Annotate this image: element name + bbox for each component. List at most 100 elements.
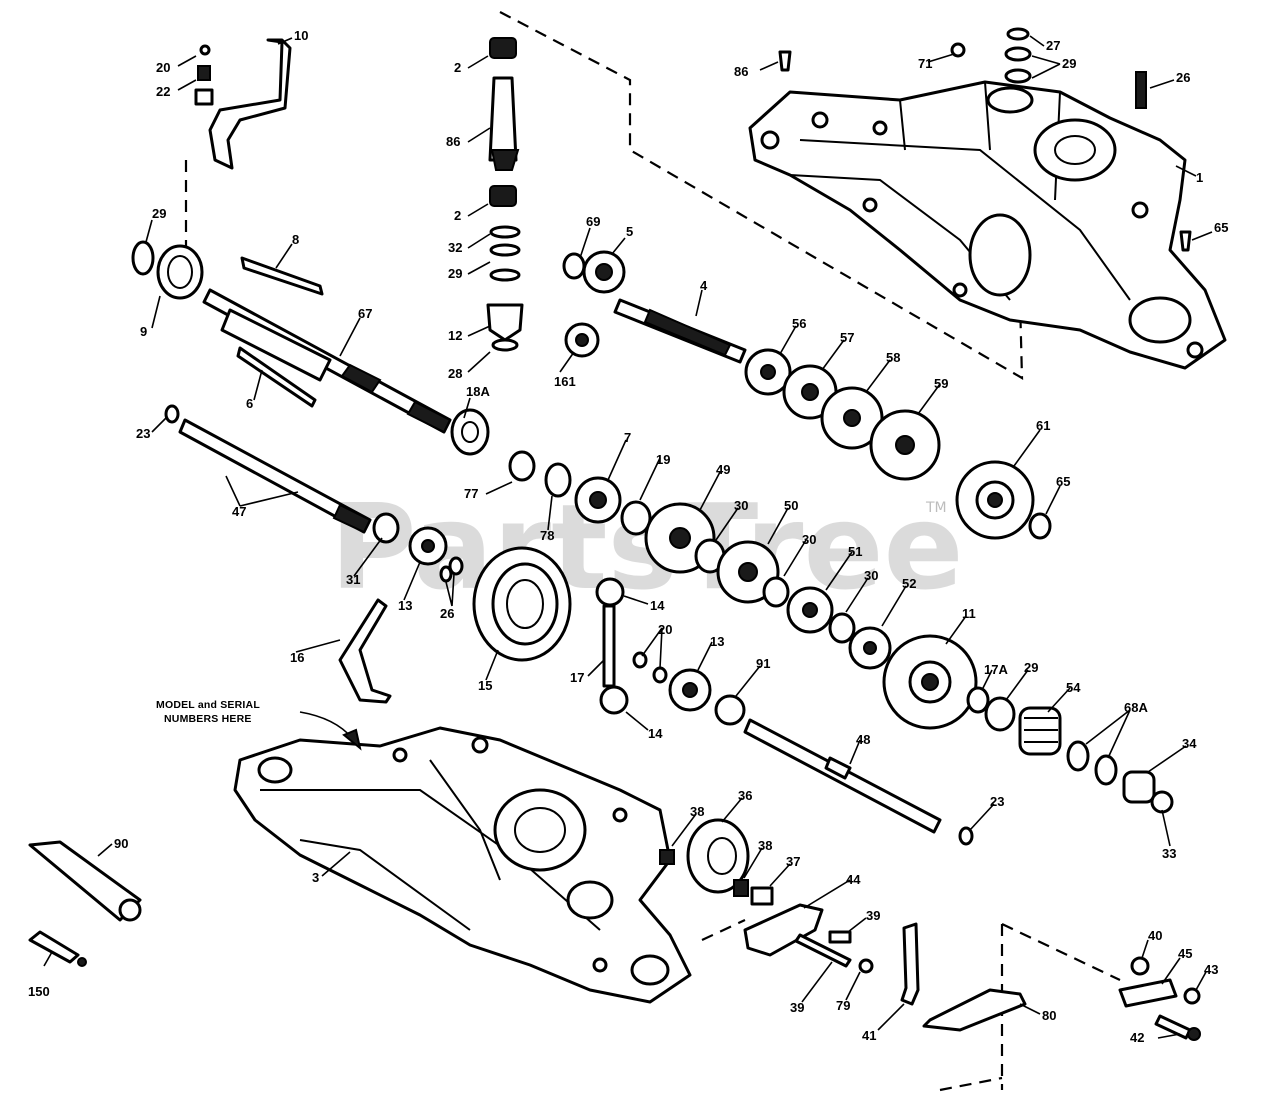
brake-band: [338, 598, 392, 704]
callout-71: 71: [918, 56, 932, 71]
callout-42: 42: [1130, 1030, 1144, 1045]
callout-38-left: 38: [690, 804, 704, 819]
callout-57: 57: [840, 330, 854, 345]
shift-collar: [131, 240, 204, 300]
shift-shaft: [202, 288, 490, 456]
callout-59: 59: [934, 376, 948, 391]
callout-40: 40: [1148, 928, 1162, 943]
model-serial-note-line2: NUMBERS HERE: [164, 713, 252, 725]
callout-51: 51: [848, 544, 862, 559]
assembly-dashed-line-bottom: [701, 919, 746, 941]
callout-26-mid: 26: [440, 606, 454, 621]
ring-gear: [472, 546, 572, 662]
output-shaft-47: [164, 404, 400, 544]
callout-30-a: 30: [734, 498, 748, 513]
callout-31: 31: [346, 572, 360, 587]
callout-8: 8: [292, 232, 299, 247]
callout-9: 9: [140, 324, 147, 339]
callout-5: 5: [626, 224, 633, 239]
callout-26-top: 26: [1176, 70, 1190, 85]
callout-36: 36: [738, 788, 752, 803]
sealant-tubes: [28, 840, 142, 967]
callout-23-right: 23: [990, 794, 1004, 809]
callout-65-top: 65: [1214, 220, 1228, 235]
callout-27: 27: [1046, 38, 1060, 53]
callout-68a: 68A: [1124, 700, 1148, 715]
model-plate-arrowhead: [342, 728, 362, 751]
callout-3: 3: [312, 870, 319, 885]
callout-67: 67: [358, 306, 372, 321]
callout-22: 22: [156, 84, 170, 99]
callout-91: 91: [756, 656, 770, 671]
callout-14-upper: 14: [650, 598, 665, 613]
callout-30-b: 30: [802, 532, 816, 547]
leader-lines: [43, 35, 1213, 1039]
gear-61: [955, 460, 1052, 540]
callout-7: 7: [624, 430, 631, 445]
callout-2-lower: 2: [454, 208, 461, 223]
callout-38-right: 38: [758, 838, 772, 853]
callout-150: 150: [28, 984, 50, 999]
callout-19: 19: [656, 452, 670, 467]
callout-45: 45: [1178, 946, 1192, 961]
callout-90: 90: [114, 836, 128, 851]
callout-61: 61: [1036, 418, 1050, 433]
callout-17: 17: [570, 670, 584, 685]
callout-18a: 18A: [466, 384, 490, 399]
callout-17a: 17A: [984, 662, 1008, 677]
shift-keys: [236, 256, 324, 408]
callout-78: 78: [540, 528, 554, 543]
shift-lever: [194, 38, 292, 170]
callout-23-left: 23: [136, 426, 150, 441]
callout-65: 65: [1056, 474, 1070, 489]
bevel-gear-13: [408, 526, 464, 583]
callout-80: 80: [1042, 1008, 1056, 1023]
callout-13-upper: 13: [398, 598, 412, 613]
callout-13-lower: 13: [710, 634, 724, 649]
callout-86: 86: [446, 134, 460, 149]
callout-44: 44: [846, 872, 861, 887]
callout-41: 41: [862, 1028, 876, 1043]
callout-49: 49: [716, 462, 730, 477]
callout-labels: 20 10 22 2 86 2 32 29 12 28 29 8 9 67 6 …: [28, 28, 1228, 1045]
callout-47: 47: [232, 504, 246, 519]
callout-15: 15: [478, 678, 492, 693]
model-serial-note-line1: MODEL and SERIAL: [156, 699, 260, 711]
callout-6: 6: [246, 396, 253, 411]
callout-86-top: 86: [734, 64, 748, 79]
brake-arm: [900, 922, 1027, 1032]
callout-48: 48: [856, 732, 870, 747]
callout-77: 77: [464, 486, 478, 501]
callout-29-right: 29: [1024, 660, 1038, 675]
callout-29-top: 29: [1062, 56, 1076, 71]
watermark-trademark: TM: [925, 500, 947, 516]
callout-52: 52: [902, 576, 916, 591]
callout-43: 43: [1204, 962, 1218, 977]
gear-set-upper: [744, 348, 941, 481]
callout-29-collar: 29: [152, 206, 166, 221]
callout-2-top: 2: [454, 60, 461, 75]
countershaft: [613, 298, 747, 364]
differential-pinions: [595, 577, 668, 715]
callout-20: 20: [156, 60, 170, 75]
callout-56: 56: [792, 316, 806, 331]
callout-1: 1: [1196, 170, 1203, 185]
callout-37: 37: [786, 854, 800, 869]
axle-shaft: [743, 718, 942, 834]
gear-13b: [668, 668, 746, 726]
callout-4: 4: [700, 278, 708, 293]
callout-79: 79: [836, 998, 850, 1013]
callout-12: 12: [448, 328, 462, 343]
final-drive-gear: [882, 634, 1062, 756]
adjuster-hardware: [1118, 956, 1201, 1041]
callout-50: 50: [784, 498, 798, 513]
callout-34: 34: [1182, 736, 1197, 751]
callout-54: 54: [1066, 680, 1081, 695]
callout-58: 58: [886, 350, 900, 365]
callout-30-c: 30: [864, 568, 878, 583]
lower-housing: [233, 726, 692, 1004]
brake-lever-bracket: [743, 903, 874, 974]
callout-161: 161: [554, 374, 576, 389]
